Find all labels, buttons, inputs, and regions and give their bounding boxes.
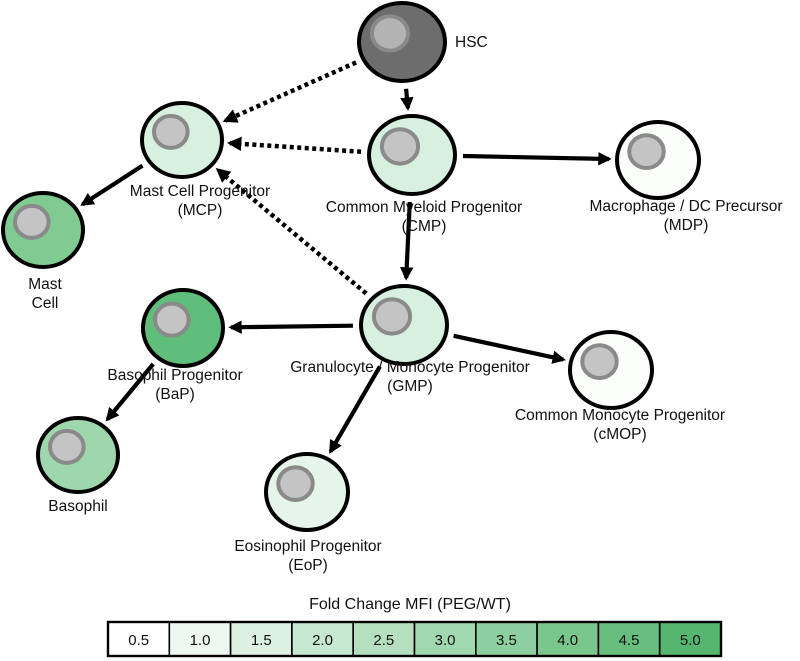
legend-value: 4.5 bbox=[619, 632, 640, 649]
cell-baso: Basophil bbox=[36, 416, 120, 515]
cell-cmop: Common Monocyte Progenitor (cMOP) bbox=[515, 330, 725, 443]
legend-value: 4.0 bbox=[557, 632, 578, 649]
legend-value: 0.5 bbox=[128, 632, 149, 649]
legend-value: 5.0 bbox=[680, 632, 701, 649]
nucleus-mast bbox=[13, 203, 51, 240]
nucleus-mcp bbox=[152, 113, 190, 150]
legend-swatch bbox=[229, 621, 293, 657]
nucleus-gmp bbox=[371, 297, 413, 336]
edges-layer bbox=[80, 60, 612, 454]
cell-label-mcp: (MCP) bbox=[178, 202, 223, 219]
nucleus-eop bbox=[276, 465, 315, 503]
cell-bap: Basophil Progenitor (BaP) bbox=[107, 288, 243, 403]
cell-cmp: Common Myeloid Progenitor (CMP) bbox=[326, 114, 522, 235]
arrow-mcp-to-mast bbox=[80, 163, 144, 207]
cell-hsc: HSC bbox=[357, 1, 488, 83]
legend-swatch bbox=[474, 621, 538, 657]
cell-label-eop: (EoP) bbox=[288, 557, 328, 574]
arrow-bap-to-baso bbox=[105, 362, 155, 422]
arrow-gmp-to-mcp bbox=[215, 168, 368, 296]
legend: Fold Change MFI (PEG/WT) 0.5 1.0 1.5 2.0 2.5… bbox=[106, 596, 723, 658]
cell-label-eop: Eosinophil Progenitor bbox=[234, 538, 381, 555]
cell-label-mdp: (MDP) bbox=[664, 217, 709, 234]
legend-value: 2.5 bbox=[373, 632, 394, 649]
nucleus-baso bbox=[48, 428, 86, 465]
cell-mcp: Mast Cell Progenitor (MCP) bbox=[130, 101, 270, 219]
cell-label-cmp: (CMP) bbox=[402, 218, 447, 235]
cell-label-bap: (BaP) bbox=[155, 386, 195, 403]
cell-label-cmp: Common Myeloid Progenitor bbox=[326, 199, 522, 216]
arrow-hsc-to-mcp bbox=[222, 60, 358, 123]
cell-label-mdp: Macrophage / DC Precursor bbox=[590, 198, 783, 215]
cell-label-gmp: (GMP) bbox=[387, 378, 433, 395]
legend-scale: 0.5 1.0 1.5 2.0 2.5 3.0 3.5 4.0 4.5 5.0 bbox=[106, 620, 723, 658]
cell-label-bap: Basophil Progenitor bbox=[107, 367, 242, 384]
legend-value: 3.0 bbox=[435, 632, 456, 649]
nucleus-cmop bbox=[580, 343, 619, 381]
arrow-gmp-to-bap bbox=[228, 320, 354, 334]
cell-label-mast: Cell bbox=[32, 295, 59, 312]
arrow-cmp-to-mcp bbox=[227, 136, 362, 154]
arrow-gmp-to-cmop bbox=[453, 333, 566, 364]
arrow-cmp-to-mdp bbox=[462, 152, 612, 166]
legend-title: Fold Change MFI (PEG/WT) bbox=[309, 596, 511, 613]
legend-swatch bbox=[658, 621, 722, 657]
cells-layer: HSC Common Myeloid Progenitor (CMP) Mast Ce… bbox=[1, 1, 783, 574]
legend-value: 2.0 bbox=[312, 632, 333, 649]
nucleus-mdp bbox=[627, 133, 666, 171]
arrow-cmp-to-gmp bbox=[399, 201, 414, 281]
arrow-gmp-to-eop bbox=[328, 365, 382, 454]
cell-label-gmp: Granulocyte / Monocyte Progenitor bbox=[290, 359, 530, 376]
cell-eop: Eosinophil Progenitor (EoP) bbox=[234, 452, 382, 574]
nucleus-hsc bbox=[369, 14, 411, 53]
cell-label-mast: Mast bbox=[28, 276, 62, 293]
nucleus-cmp bbox=[379, 127, 421, 166]
legend-value: 1.0 bbox=[190, 632, 211, 649]
cell-label-cmop: (cMOP) bbox=[593, 426, 646, 443]
cell-mdp: Macrophage / DC Precursor (MDP) bbox=[590, 120, 783, 234]
cell-gmp: Granulocyte / Monocyte Progenitor (GMP) bbox=[290, 284, 530, 395]
nucleus-bap bbox=[153, 301, 191, 338]
legend-value: 1.5 bbox=[251, 632, 272, 649]
cell-label-mcp: Mast Cell Progenitor bbox=[130, 183, 270, 200]
legend-outline bbox=[106, 620, 723, 658]
legend-value: 3.5 bbox=[496, 632, 517, 649]
arrow-hsc-to-cmp bbox=[400, 88, 414, 111]
cell-label-cmop: Common Monocyte Progenitor bbox=[515, 407, 725, 424]
cell-label-baso: Basophil bbox=[48, 498, 107, 515]
legend-swatch bbox=[536, 621, 600, 657]
cell-label-hsc: HSC bbox=[455, 34, 488, 51]
